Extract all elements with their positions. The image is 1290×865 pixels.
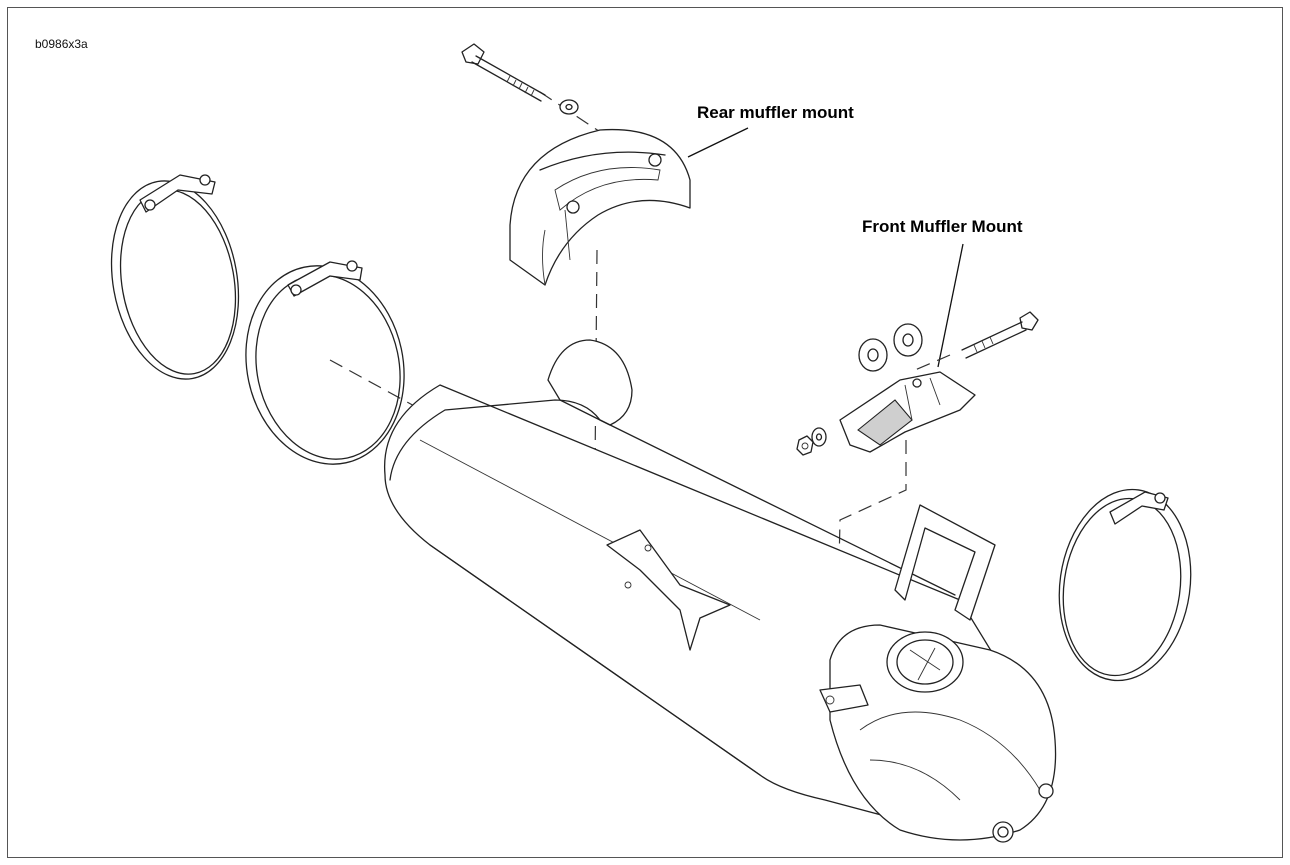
- callout-rear-muffler-mount: Rear muffler mount: [697, 103, 854, 122]
- rear-muffler-mount: [509, 128, 691, 286]
- assembly-line-front-bolt: [914, 354, 951, 371]
- nut-icon: [796, 435, 814, 456]
- clamp-icon: [1058, 488, 1192, 682]
- leader-rear-mount: [687, 127, 749, 158]
- washer-icon: [811, 427, 827, 447]
- muffler-icon: [383, 339, 1057, 843]
- clamp-icon: [110, 174, 240, 380]
- front-muffler-mount: [839, 323, 976, 453]
- washer-icon: [559, 99, 579, 115]
- figure-id: b0986x3a: [35, 37, 88, 51]
- bolt-icon: [461, 43, 546, 102]
- clamp-icon: [245, 260, 405, 465]
- callout-front-muffler-mount: Front Muffler Mount: [862, 217, 1023, 236]
- bolt-icon: [961, 311, 1039, 359]
- leader-front-mount: [937, 243, 964, 368]
